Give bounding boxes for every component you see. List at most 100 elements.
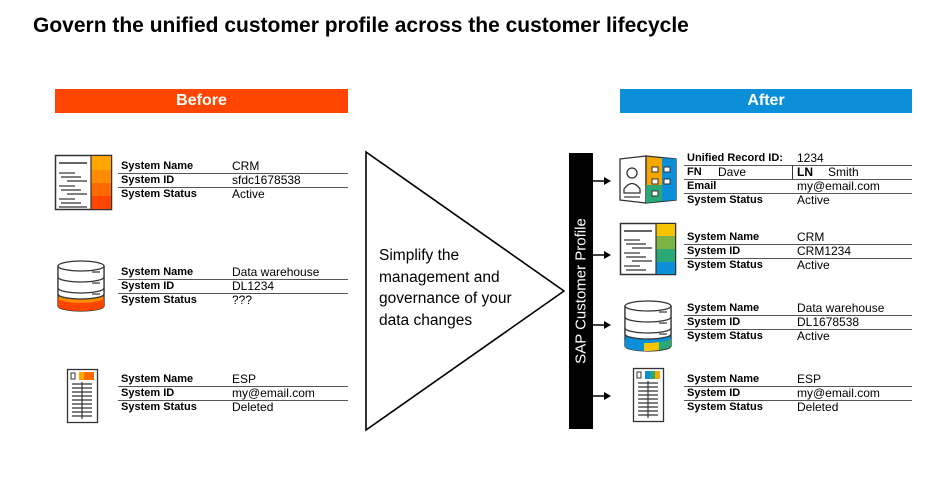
record-row: FN Dave LN Smith — [684, 165, 912, 179]
divider — [118, 293, 348, 294]
last-name-label: LN — [797, 165, 813, 179]
field-value: ESP — [232, 372, 257, 386]
field-label: Unified Record ID: — [687, 152, 783, 164]
field-value: Data warehouse — [797, 301, 885, 315]
field-value: ??? — [232, 293, 253, 307]
arrow-icon — [593, 392, 611, 400]
profile-card-icon — [619, 155, 677, 204]
divider — [684, 258, 912, 259]
divider — [792, 165, 793, 179]
database-icon — [57, 260, 105, 312]
field-label: System ID — [121, 387, 175, 399]
field-label: System ID — [687, 387, 741, 399]
field-value: DL1678538 — [797, 315, 860, 329]
crm-document-icon — [619, 222, 677, 276]
field-label: System Name — [687, 373, 760, 385]
record-row: System Name CRM — [684, 230, 912, 244]
field-value: Data warehouse — [232, 265, 320, 279]
field-value: my@email.com — [797, 386, 880, 400]
field-value: Active — [797, 258, 830, 272]
after-record-data-warehouse: System Name Data warehouse System ID DL167… — [684, 301, 912, 343]
field-label: System Status — [121, 294, 197, 306]
record-row: System Status Deleted — [118, 400, 348, 414]
first-name-value: Dave — [718, 165, 747, 179]
arrow-icon — [593, 251, 611, 259]
page-title: Govern the unified customer profile acro… — [33, 14, 689, 37]
before-banner: Before — [55, 89, 348, 113]
field-value: CRM — [232, 159, 260, 173]
field-label: System Name — [687, 231, 760, 243]
divider — [118, 187, 348, 188]
field-value: Active — [232, 187, 265, 201]
record-row: System Status Active — [684, 193, 912, 207]
field-label: System Name — [121, 373, 194, 385]
record-row: System Status Active — [684, 329, 912, 343]
after-record-crm: System Name CRM System ID CRM1234 System S… — [684, 230, 912, 272]
field-label: System Status — [687, 259, 763, 271]
field-value: Deleted — [232, 400, 274, 414]
arrow-icon — [593, 321, 611, 329]
field-label: System ID — [121, 280, 175, 292]
field-label: System ID — [687, 245, 741, 257]
field-value: ESP — [797, 372, 822, 386]
record-row: System Status??? — [118, 293, 348, 307]
field-value: CRM1234 — [797, 244, 852, 258]
divider — [684, 193, 912, 194]
record-row: System Name ESP — [684, 372, 912, 386]
field-value: my@email.com — [797, 179, 880, 193]
field-label: System Status — [121, 401, 197, 413]
record-row: Email my@email.com — [684, 179, 912, 193]
divider — [118, 279, 348, 280]
last-name-value: Smith — [828, 165, 859, 179]
record-row: System ID my@email.com — [118, 386, 348, 400]
record-row: Unified Record ID: 1234 — [684, 151, 912, 165]
field-label: System ID — [687, 316, 741, 328]
field-value: CRM — [797, 230, 825, 244]
field-value: my@email.com — [232, 386, 315, 400]
field-label: System Status — [687, 194, 763, 206]
field-value: Deleted — [797, 400, 839, 414]
divider — [684, 244, 912, 245]
record-row: System ID my@email.com — [684, 386, 912, 400]
process-triangle — [365, 150, 566, 432]
divider — [684, 329, 912, 330]
record-row: System Name Data warehouse — [118, 265, 348, 279]
record-row: System ID CRM1234 — [684, 244, 912, 258]
divider — [684, 165, 912, 166]
field-label: System Status — [687, 401, 763, 413]
before-record-esp: System Name ESP System ID my@email.com Sys… — [118, 372, 348, 414]
field-value: Active — [797, 329, 830, 343]
divider — [684, 315, 912, 316]
field-value: Active — [797, 193, 830, 207]
field-label: System Status — [687, 330, 763, 342]
field-label: System Name — [687, 302, 760, 314]
record-row: System Status Active — [118, 187, 348, 201]
field-value: 1234 — [797, 151, 824, 165]
first-name-label: FN — [687, 166, 702, 178]
divider — [684, 400, 912, 401]
server-tower-icon — [632, 367, 665, 423]
sap-customer-profile-bar: SAP Customer Profile — [569, 153, 593, 429]
record-row: System Name CRM — [118, 159, 348, 173]
after-banner: After — [620, 89, 912, 113]
field-label: Email — [687, 180, 717, 192]
divider — [684, 179, 912, 180]
field-label: System Status — [121, 188, 197, 200]
field-value: sfdc1678538 — [232, 173, 301, 187]
record-row: System Status Deleted — [684, 400, 912, 414]
field-label: System Name — [121, 160, 194, 172]
sap-customer-profile-label: SAP Customer Profile — [572, 218, 590, 364]
record-row: System Status Active — [684, 258, 912, 272]
process-description: Simplify the management and governance o… — [379, 247, 512, 329]
unified-record: Unified Record ID: 1234 FN Dave LN Smith… — [684, 151, 912, 207]
field-label: System Name — [121, 266, 194, 278]
divider — [118, 400, 348, 401]
crm-document-icon — [54, 154, 113, 211]
arrows-group — [593, 177, 611, 400]
database-icon — [624, 300, 672, 352]
server-tower-icon — [66, 368, 99, 424]
record-row: System Name ESP — [118, 372, 348, 386]
